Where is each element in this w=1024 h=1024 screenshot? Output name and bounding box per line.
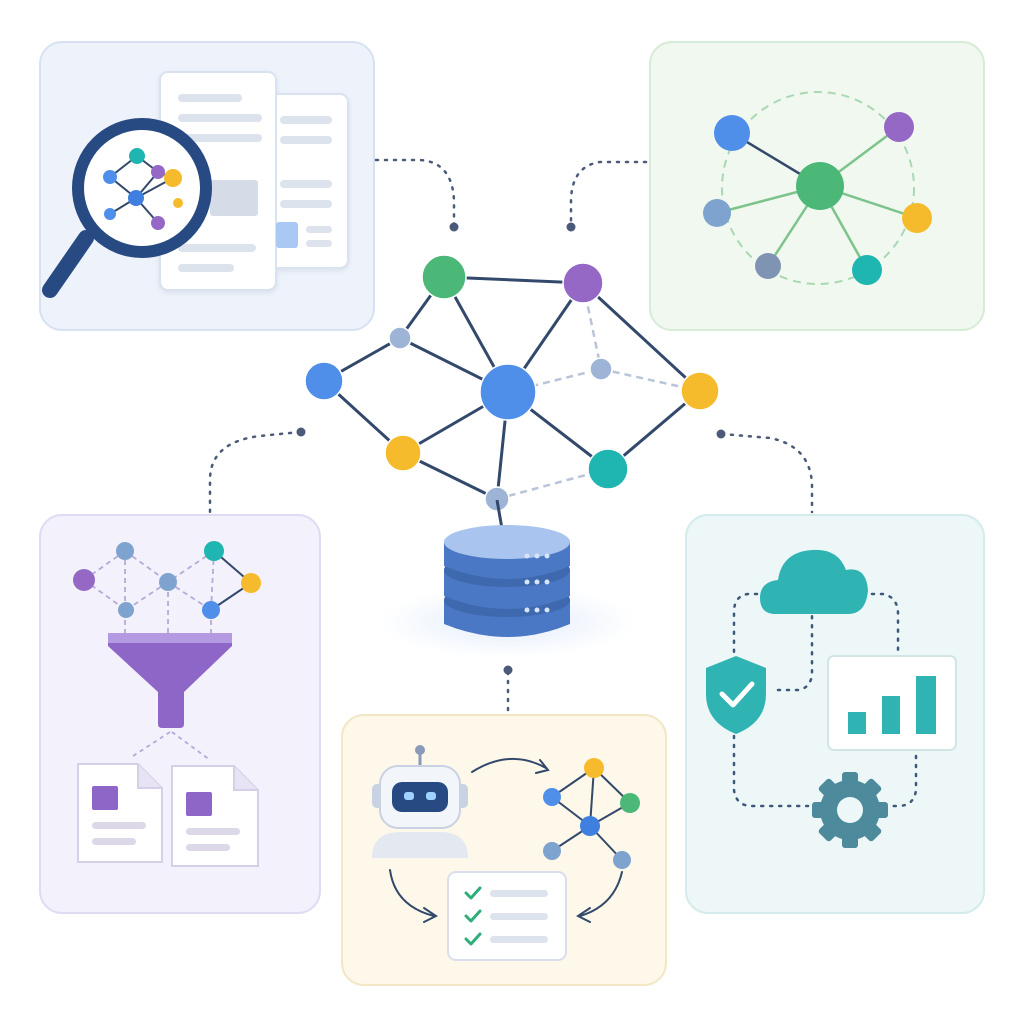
graph-node-l1: [304, 361, 344, 401]
agent-arrows: [389, 758, 623, 923]
cloud-icon: [760, 549, 868, 614]
gear-icon: [812, 772, 888, 848]
connectors: [208, 158, 814, 714]
checklist-icon: [447, 871, 567, 961]
graph-node-g1: [421, 254, 467, 300]
cloud-loop: [732, 592, 918, 808]
robot-icon: [372, 745, 468, 858]
connector-search: [374, 158, 456, 228]
graph-edge: [443, 275, 584, 285]
connector-dot: [716, 429, 726, 439]
graph-node-y2: [680, 371, 720, 411]
funnel-icon: [108, 633, 232, 728]
filter-graph: [73, 541, 261, 640]
database-icon: [380, 499, 636, 658]
agent-graph: [543, 758, 640, 869]
magnifier-icon: [42, 118, 212, 298]
graph-edge: [581, 281, 702, 393]
graph-node-s1: [388, 326, 412, 350]
shield-check-icon: [706, 656, 766, 734]
document-icon: [77, 763, 259, 867]
graph-node-s2: [589, 357, 613, 381]
connector-cluster: [569, 160, 648, 228]
graph-node-t1: [587, 448, 629, 490]
connector-filter: [208, 430, 302, 514]
graph-node-s3: [484, 486, 510, 512]
graph-node-p1: [562, 262, 604, 304]
connector-dot: [503, 665, 513, 675]
connector-dot: [296, 427, 306, 437]
connector-end-dots: [296, 222, 726, 675]
connector-cloud: [720, 432, 814, 514]
graph-nodes: [304, 254, 720, 512]
connector-dot: [449, 222, 459, 232]
graph-node-c1: [479, 363, 537, 421]
graph-node-y1: [384, 434, 422, 472]
bar-chart-icon: [827, 655, 957, 751]
document-lines: [178, 94, 332, 272]
cluster-graph: [703, 91, 932, 285]
connector-dot: [566, 222, 576, 232]
